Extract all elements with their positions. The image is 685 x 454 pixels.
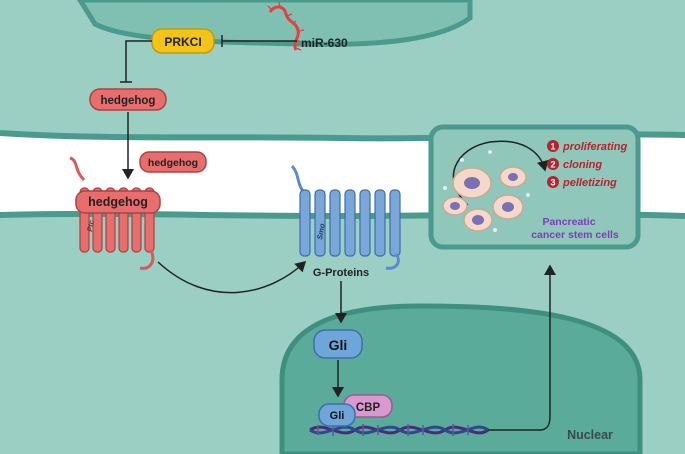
mirna-icon	[267, 1, 305, 51]
step-2-number: 2	[550, 160, 555, 170]
stem-cells-cluster-icon	[442, 150, 530, 232]
step-1-number: 1	[550, 142, 555, 152]
gli-main-node: Gli	[313, 329, 363, 359]
stem-cells-title-line1: Pancreatic	[542, 216, 595, 228]
gli-small-label: Gli	[330, 410, 345, 422]
dna-helix-icon	[309, 424, 489, 436]
step-2: 2 cloning	[547, 158, 602, 171]
prkci-label: PRKCI	[164, 35, 201, 49]
cbp-label: CBP	[356, 402, 381, 414]
arrow-ptc-to-smo	[157, 260, 307, 294]
step-1: 1 proliferating	[547, 140, 627, 153]
upper-cell	[0, 0, 685, 142]
step-1-label: proliferating	[562, 141, 627, 153]
stem-cell-panel: 1 proliferating 2 cloning 3 pelletizing …	[428, 124, 641, 250]
hedgehog-free-label: hedgehog	[148, 157, 198, 169]
stem-cells-title-line2: cancer stem cells	[531, 229, 619, 241]
hedgehog-top-node: hedgehog	[89, 88, 167, 111]
hedgehog-free-node: hedgehog	[139, 151, 207, 173]
arrow-dna-to-stem-cells	[488, 264, 556, 431]
smo-receptor: Smo	[290, 164, 401, 270]
hedgehog-top-label: hedgehog	[101, 95, 156, 107]
g-proteins-label: G-Proteins	[313, 267, 369, 279]
hedgehog-bound-node: hedgehog	[75, 190, 161, 214]
step-3-number: 3	[550, 178, 555, 188]
prkci-node: PRKCI	[151, 28, 215, 54]
ptc-label: Ptc	[85, 218, 96, 232]
nuclear-label: Nuclear	[567, 428, 613, 442]
step-2-label: cloning	[563, 159, 602, 171]
smo-label: Smo	[315, 222, 327, 240]
mirna-label: miR-630	[301, 36, 348, 50]
gli-main-label: Gli	[329, 337, 348, 353]
gli-small-node: Gli	[318, 403, 356, 427]
inhibition-line-prkci	[125, 40, 152, 82]
step-3: 3 pelletizing	[547, 176, 617, 189]
hedgehog-bound-label: hedgehog	[88, 195, 148, 209]
step-3-label: pelletizing	[562, 177, 617, 189]
